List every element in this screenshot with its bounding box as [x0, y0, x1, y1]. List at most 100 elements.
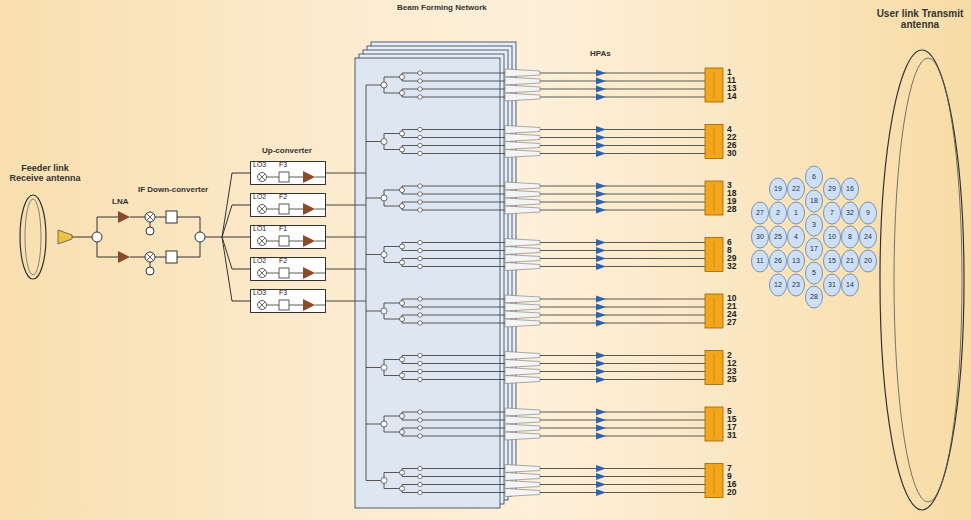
mixer-symbol [145, 252, 155, 262]
feed-horn [788, 226, 805, 248]
bfn-input-wire [355, 173, 366, 174]
output-multiplexer [705, 351, 723, 385]
feed-horn [806, 262, 823, 284]
feed-horn [788, 202, 805, 224]
amplifier-symbol [303, 171, 315, 183]
feed-horn [842, 202, 859, 224]
feed-horn [770, 226, 787, 248]
hybrid-coupler [400, 470, 405, 475]
output-wire [402, 476, 705, 477]
feed-number: 27 [756, 209, 764, 217]
feed-number: 28 [810, 293, 818, 301]
feed-horn [806, 190, 823, 212]
feed-horn [824, 250, 841, 272]
feed-horn [806, 166, 823, 188]
hybrid-coupler [381, 421, 387, 427]
filter-label: F3 [279, 161, 287, 169]
feed-horn [860, 250, 877, 272]
hpa-symbol [596, 368, 606, 375]
beam-number: 32 [727, 262, 736, 271]
filter-label: F3 [279, 289, 287, 297]
hpa-symbol [596, 352, 606, 359]
phase-shifter [505, 408, 540, 416]
amplifier-symbol [303, 267, 315, 279]
multiplexer-detail [714, 129, 715, 155]
feed-horn [860, 202, 877, 224]
box-fill [251, 258, 325, 280]
hybrid-coupler [381, 308, 387, 314]
multiplexer-detail [714, 72, 715, 98]
feed-horn [806, 286, 823, 308]
wire [155, 217, 166, 218]
phase-shifter [505, 424, 540, 432]
circulator-symbol [92, 232, 102, 242]
hybrid-coupler [418, 95, 422, 99]
filter-label: F1 [279, 225, 287, 233]
hybrid-coupler [400, 188, 405, 193]
filter-label: F2 [279, 257, 287, 265]
output-wire [402, 323, 705, 324]
hybrid-coupler [418, 418, 422, 422]
box-fill [251, 226, 325, 248]
wire [150, 262, 151, 267]
wire [289, 209, 303, 210]
hybrid-coupler [381, 195, 387, 201]
hpa-symbol [596, 304, 606, 311]
hybrid-coupler [400, 147, 405, 152]
hpa-symbol [596, 312, 606, 319]
phase-shifter [505, 311, 540, 319]
hybrid-coupler [400, 75, 405, 80]
feed-horn [824, 178, 841, 200]
wire [289, 273, 303, 274]
hybrid-coupler [400, 373, 405, 378]
feed-number: 24 [864, 233, 872, 241]
output-wire [402, 363, 705, 364]
user-reflector [880, 50, 964, 510]
hybrid-coupler [400, 301, 405, 306]
feed-number: 13 [792, 257, 800, 265]
box-fill [251, 162, 325, 184]
oscillator-symbol [146, 267, 154, 275]
amplifier-symbol [303, 235, 315, 247]
feed-horn [824, 226, 841, 248]
splitter-wire [222, 205, 250, 237]
output-multiplexer [705, 238, 723, 272]
signal-wire [326, 205, 355, 206]
output-wire [402, 420, 705, 421]
oscillator-label: LO3 [253, 289, 266, 297]
filter-symbol [279, 236, 289, 246]
feeder-reflector [20, 195, 46, 279]
oscillator-label: LO1 [253, 225, 266, 233]
phase-shifter [505, 190, 540, 198]
wire [177, 217, 200, 232]
box-fill [251, 290, 325, 312]
feed-number: 22 [792, 185, 800, 193]
phase-shifter [505, 481, 540, 489]
hybrid-coupler [418, 426, 422, 430]
hpa-symbol [596, 409, 606, 416]
hybrid-coupler [418, 71, 422, 75]
phase-shifter [505, 247, 540, 255]
output-wire [402, 210, 705, 211]
feed-number: 32 [846, 209, 854, 217]
hybrid-coupler [418, 135, 422, 139]
output-wire [402, 468, 705, 469]
feed-horn [752, 250, 769, 272]
mixer-symbol [258, 237, 267, 246]
hybrid-coupler [400, 131, 405, 136]
lna-symbol [118, 251, 130, 263]
wire [97, 242, 118, 257]
feed-number: 14 [846, 281, 854, 289]
feed-horn [770, 178, 787, 200]
multiplexer-detail [714, 411, 715, 437]
up-converter-box: LO2F2 [250, 257, 326, 281]
wire [289, 177, 303, 178]
filter-label: F2 [279, 193, 287, 201]
hybrid-coupler [418, 410, 422, 414]
filter-symbol [279, 172, 289, 182]
feed-number: 5 [812, 269, 816, 277]
wire [155, 257, 166, 258]
phase-shifter [505, 142, 540, 150]
bfn-input-wire [355, 237, 366, 238]
